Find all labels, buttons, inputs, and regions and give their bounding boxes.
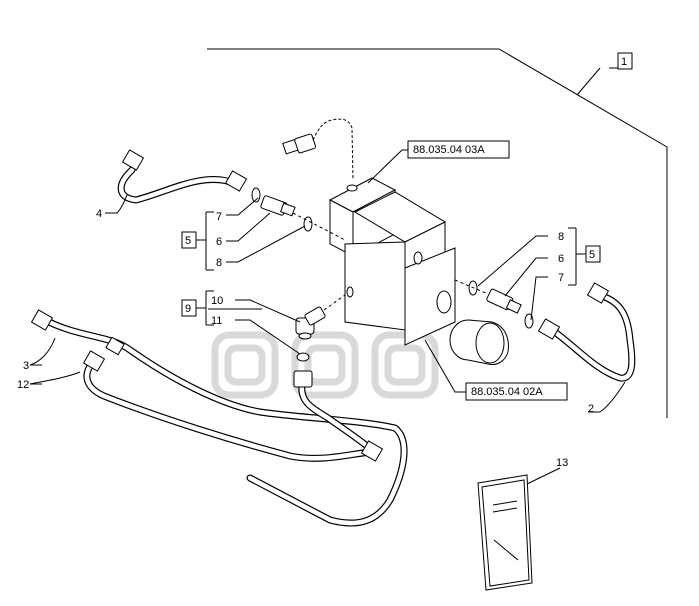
callout-8-left: 8 bbox=[216, 257, 222, 269]
reference-top: 88.035.04 03A bbox=[413, 144, 485, 156]
callout-1: 1 bbox=[621, 56, 627, 68]
callout-9: 9 bbox=[185, 303, 191, 315]
callout-2: 2 bbox=[588, 403, 594, 415]
electrical-connector bbox=[282, 118, 354, 181]
elbow-fitting-10 bbox=[295, 294, 346, 362]
callout-3: 3 bbox=[23, 360, 29, 372]
callout-box-9 bbox=[181, 299, 197, 317]
reference-box-bottom bbox=[465, 382, 568, 401]
assembly-boundary-line bbox=[207, 48, 668, 418]
callout-5-right: 5 bbox=[589, 249, 595, 261]
callout-box-5-right bbox=[585, 245, 601, 263]
callout-12: 12 bbox=[17, 379, 29, 391]
reference-box-top bbox=[407, 140, 510, 159]
callout-10: 10 bbox=[211, 295, 223, 307]
pipe-2 bbox=[537, 282, 636, 382]
callout-4: 4 bbox=[96, 208, 102, 220]
callout-8-right: 8 bbox=[558, 231, 564, 243]
pipe-3 bbox=[30, 309, 408, 527]
callout-6-left: 6 bbox=[216, 236, 222, 248]
reference-bottom: 88.035.04 02A bbox=[471, 386, 543, 398]
leader-lines bbox=[29, 67, 626, 485]
left-fitting-assembly bbox=[251, 187, 346, 241]
callout-6-right: 6 bbox=[558, 253, 564, 265]
callout-11: 11 bbox=[211, 315, 222, 327]
watermark-logo bbox=[211, 331, 439, 399]
valve-body bbox=[328, 177, 509, 365]
elbow-pipe bbox=[293, 370, 384, 462]
callout-13: 13 bbox=[556, 457, 568, 469]
callout-box-5-left bbox=[181, 231, 197, 249]
callout-7-right: 7 bbox=[558, 272, 564, 284]
pipe-12 bbox=[82, 350, 374, 462]
callout-box-1 bbox=[617, 52, 633, 70]
callout-5-left: 5 bbox=[185, 235, 191, 247]
hardware-bag-13 bbox=[477, 474, 533, 591]
callout-7-left: 7 bbox=[216, 211, 222, 223]
pipe-4 bbox=[117, 149, 248, 204]
